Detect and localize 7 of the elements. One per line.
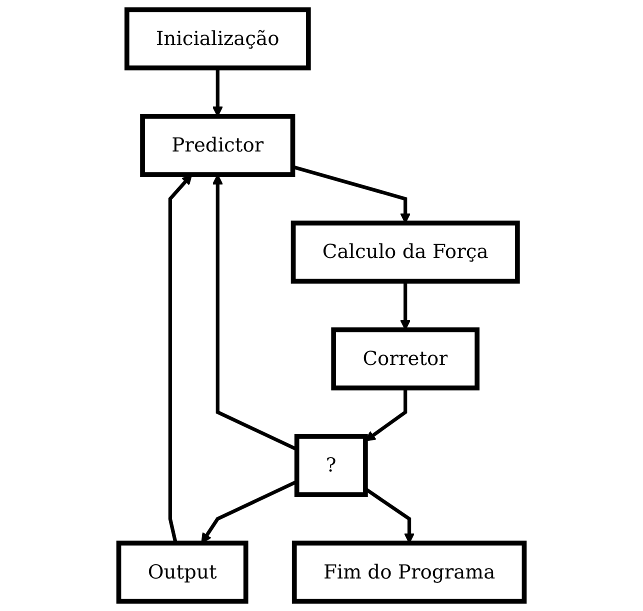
node-box: Calculo da Força bbox=[290, 220, 520, 284]
node-box: ? bbox=[294, 434, 368, 498]
node-box: Predictor bbox=[140, 114, 296, 177]
node-box: Output bbox=[116, 540, 248, 604]
node-box: Fim do Programa bbox=[292, 540, 527, 604]
node-box: Inicialização bbox=[124, 7, 311, 70]
node-box: Corretor bbox=[331, 327, 480, 390]
